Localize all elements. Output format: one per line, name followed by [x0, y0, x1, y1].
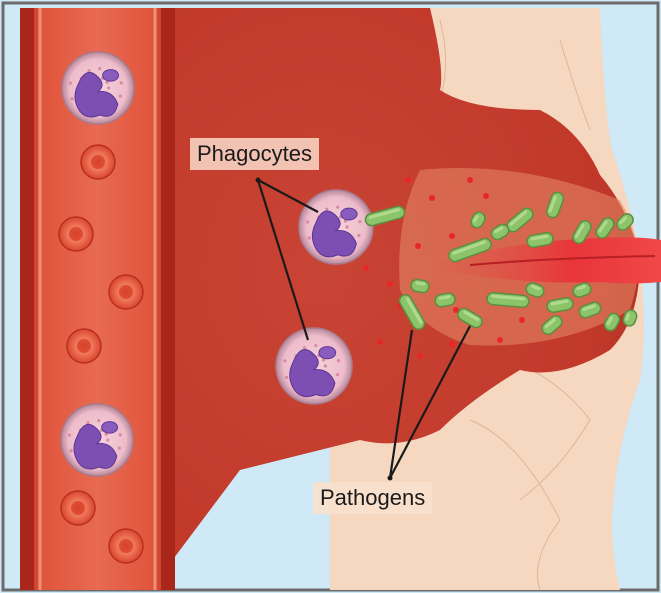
red-blood-cell [81, 145, 115, 179]
phagocyte [276, 328, 352, 404]
phagocyte [61, 404, 133, 476]
signal-dot [415, 243, 421, 249]
vessel-wall-left [20, 8, 34, 590]
signal-dot [405, 177, 411, 183]
red-blood-cell [61, 491, 95, 525]
red-blood-cell [59, 217, 93, 251]
signal-dot [449, 341, 455, 347]
signal-dot [449, 233, 455, 239]
signal-dot [519, 317, 525, 323]
phagocyte [62, 52, 134, 124]
red-blood-cell [67, 329, 101, 363]
vessel-wall-right [161, 8, 175, 590]
signal-dot [497, 337, 503, 343]
signal-dot [387, 281, 393, 287]
signal-dot [363, 265, 369, 271]
signal-dot [467, 177, 473, 183]
red-blood-cell [109, 275, 143, 309]
red-blood-cell [109, 529, 143, 563]
signal-dot [417, 353, 423, 359]
signal-dot [429, 195, 435, 201]
phagocytes-label: Phagocytes [190, 138, 319, 170]
signal-dot [483, 193, 489, 199]
pathogens-label: Pathogens [313, 482, 432, 514]
phagocyte [299, 190, 373, 264]
signal-dot [377, 339, 383, 345]
